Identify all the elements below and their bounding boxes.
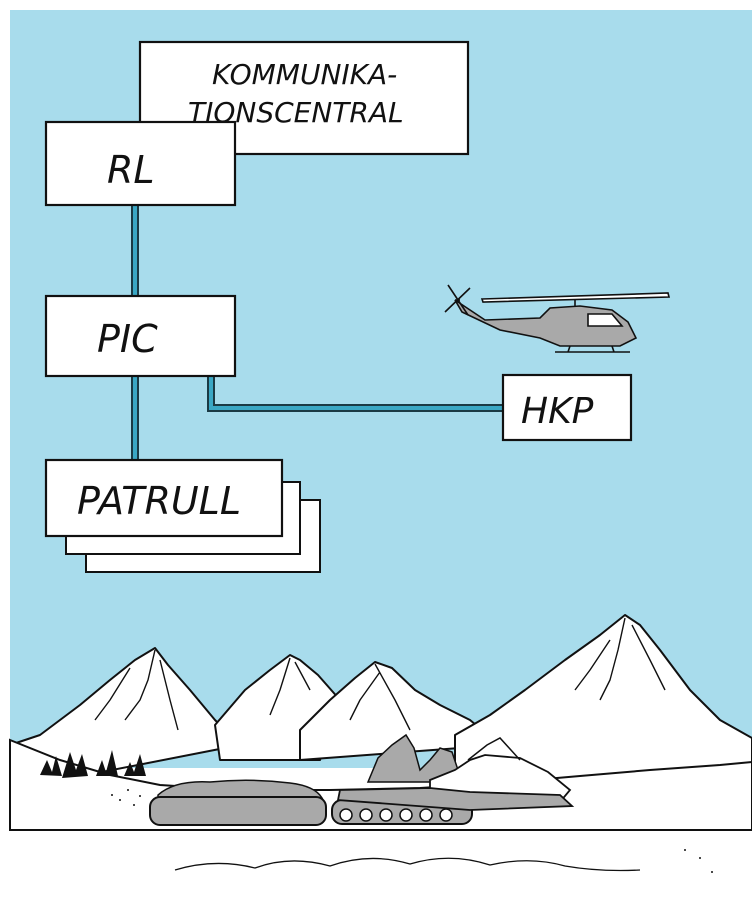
speck (684, 849, 686, 851)
wheel (440, 809, 452, 821)
kommunikationscentral-label-line1: KOMMUNIKA- (212, 58, 397, 91)
wheel (340, 809, 352, 821)
speck (119, 799, 121, 801)
pic-label: PIC (97, 317, 158, 361)
speck (133, 804, 135, 806)
wheel (360, 809, 372, 821)
pic-node: PIC (46, 296, 235, 376)
wheel (400, 809, 412, 821)
speck (699, 857, 701, 859)
hkp-label: HKP (521, 391, 594, 432)
hkp-node: HKP (503, 375, 631, 440)
patrull-node: PATRULL (46, 460, 320, 572)
speck (111, 794, 113, 796)
trailer-body (150, 797, 326, 825)
patrull-label: PATRULL (77, 479, 241, 523)
speck (139, 795, 141, 797)
rl-node: RL (46, 122, 235, 205)
wheel (380, 809, 392, 821)
speck (711, 871, 713, 873)
wheel (420, 809, 432, 821)
rl-label: RL (107, 148, 155, 192)
speck (127, 789, 129, 791)
